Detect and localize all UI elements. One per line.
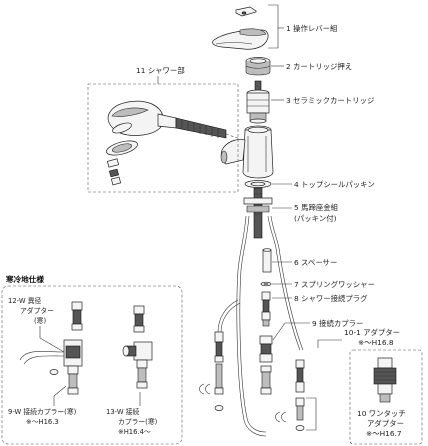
label-part-2: 2 カートリッジ押え <box>286 62 352 71</box>
label-part-10b: アダプター <box>367 419 404 428</box>
label-part-1: 1 操作レバー組 <box>286 24 338 33</box>
label-part-13w-b: カプラー(寒) <box>118 417 158 426</box>
cold-connection-coupler-13w <box>122 305 153 389</box>
top-seal-packing <box>244 180 272 188</box>
label-part-10a: 10 ワンタッチ <box>357 409 406 418</box>
shower-connection-plug <box>261 291 271 327</box>
one-touch-adapter <box>373 357 397 403</box>
label-part-10-1a: 10-1 アダプター <box>344 328 400 337</box>
horseshoe-washer-set <box>237 187 280 271</box>
label-part-12c: (寒) <box>34 316 46 325</box>
cold-region-spec-box <box>1 285 183 445</box>
ceramic-cartridge <box>246 80 270 124</box>
label-part-9w-b: ※～H16.3 <box>26 418 59 426</box>
label-part-5b: (パッキン付) <box>294 214 337 223</box>
label-part-7: 7 スプリングワッシャー <box>294 280 375 289</box>
cold-region-title: 寒冷地仕様 <box>5 274 44 284</box>
spring-washer <box>260 281 272 287</box>
shower-section-box <box>87 83 239 193</box>
label-part-10-1b: ※～H16.8 <box>358 338 394 347</box>
label-part-9: 9 接続カプラー <box>312 319 363 328</box>
label-part-13w-a: 13-W 接続 <box>106 407 140 416</box>
label-part-3: 3 セラミックカートリッジ <box>286 96 374 105</box>
bottom-fittings-center <box>275 359 317 431</box>
cold-reducer-adapter <box>19 301 83 395</box>
left-hose-fitting <box>199 331 224 411</box>
label-part-5a: 5 馬蹄座金組 <box>294 203 339 212</box>
shower-head <box>106 100 227 186</box>
label-part-6: 6 スペーサー <box>294 258 337 267</box>
label-part-11: 11 シャワー部 <box>136 66 185 75</box>
label-part-8: 8 シャワー接続プラグ <box>294 294 368 303</box>
label-part-12b: アダプター <box>20 306 54 315</box>
label-part-4: 4 トップシールパッキン <box>294 180 375 189</box>
connection-coupler <box>259 335 273 395</box>
label-part-10c: ※～H16.7 <box>366 429 402 438</box>
label-part-12a: 12-W 異径 <box>8 296 42 305</box>
one-touch-adapter-box <box>349 349 423 445</box>
operating-lever <box>212 6 269 50</box>
cartridge-holder <box>245 57 271 76</box>
label-part-13w-c: ※H16.4～ <box>118 428 151 436</box>
faucet-body <box>220 125 274 179</box>
label-part-9w-a: 9-W 接続カプラー(寒) <box>8 407 77 416</box>
spacer <box>262 248 272 273</box>
